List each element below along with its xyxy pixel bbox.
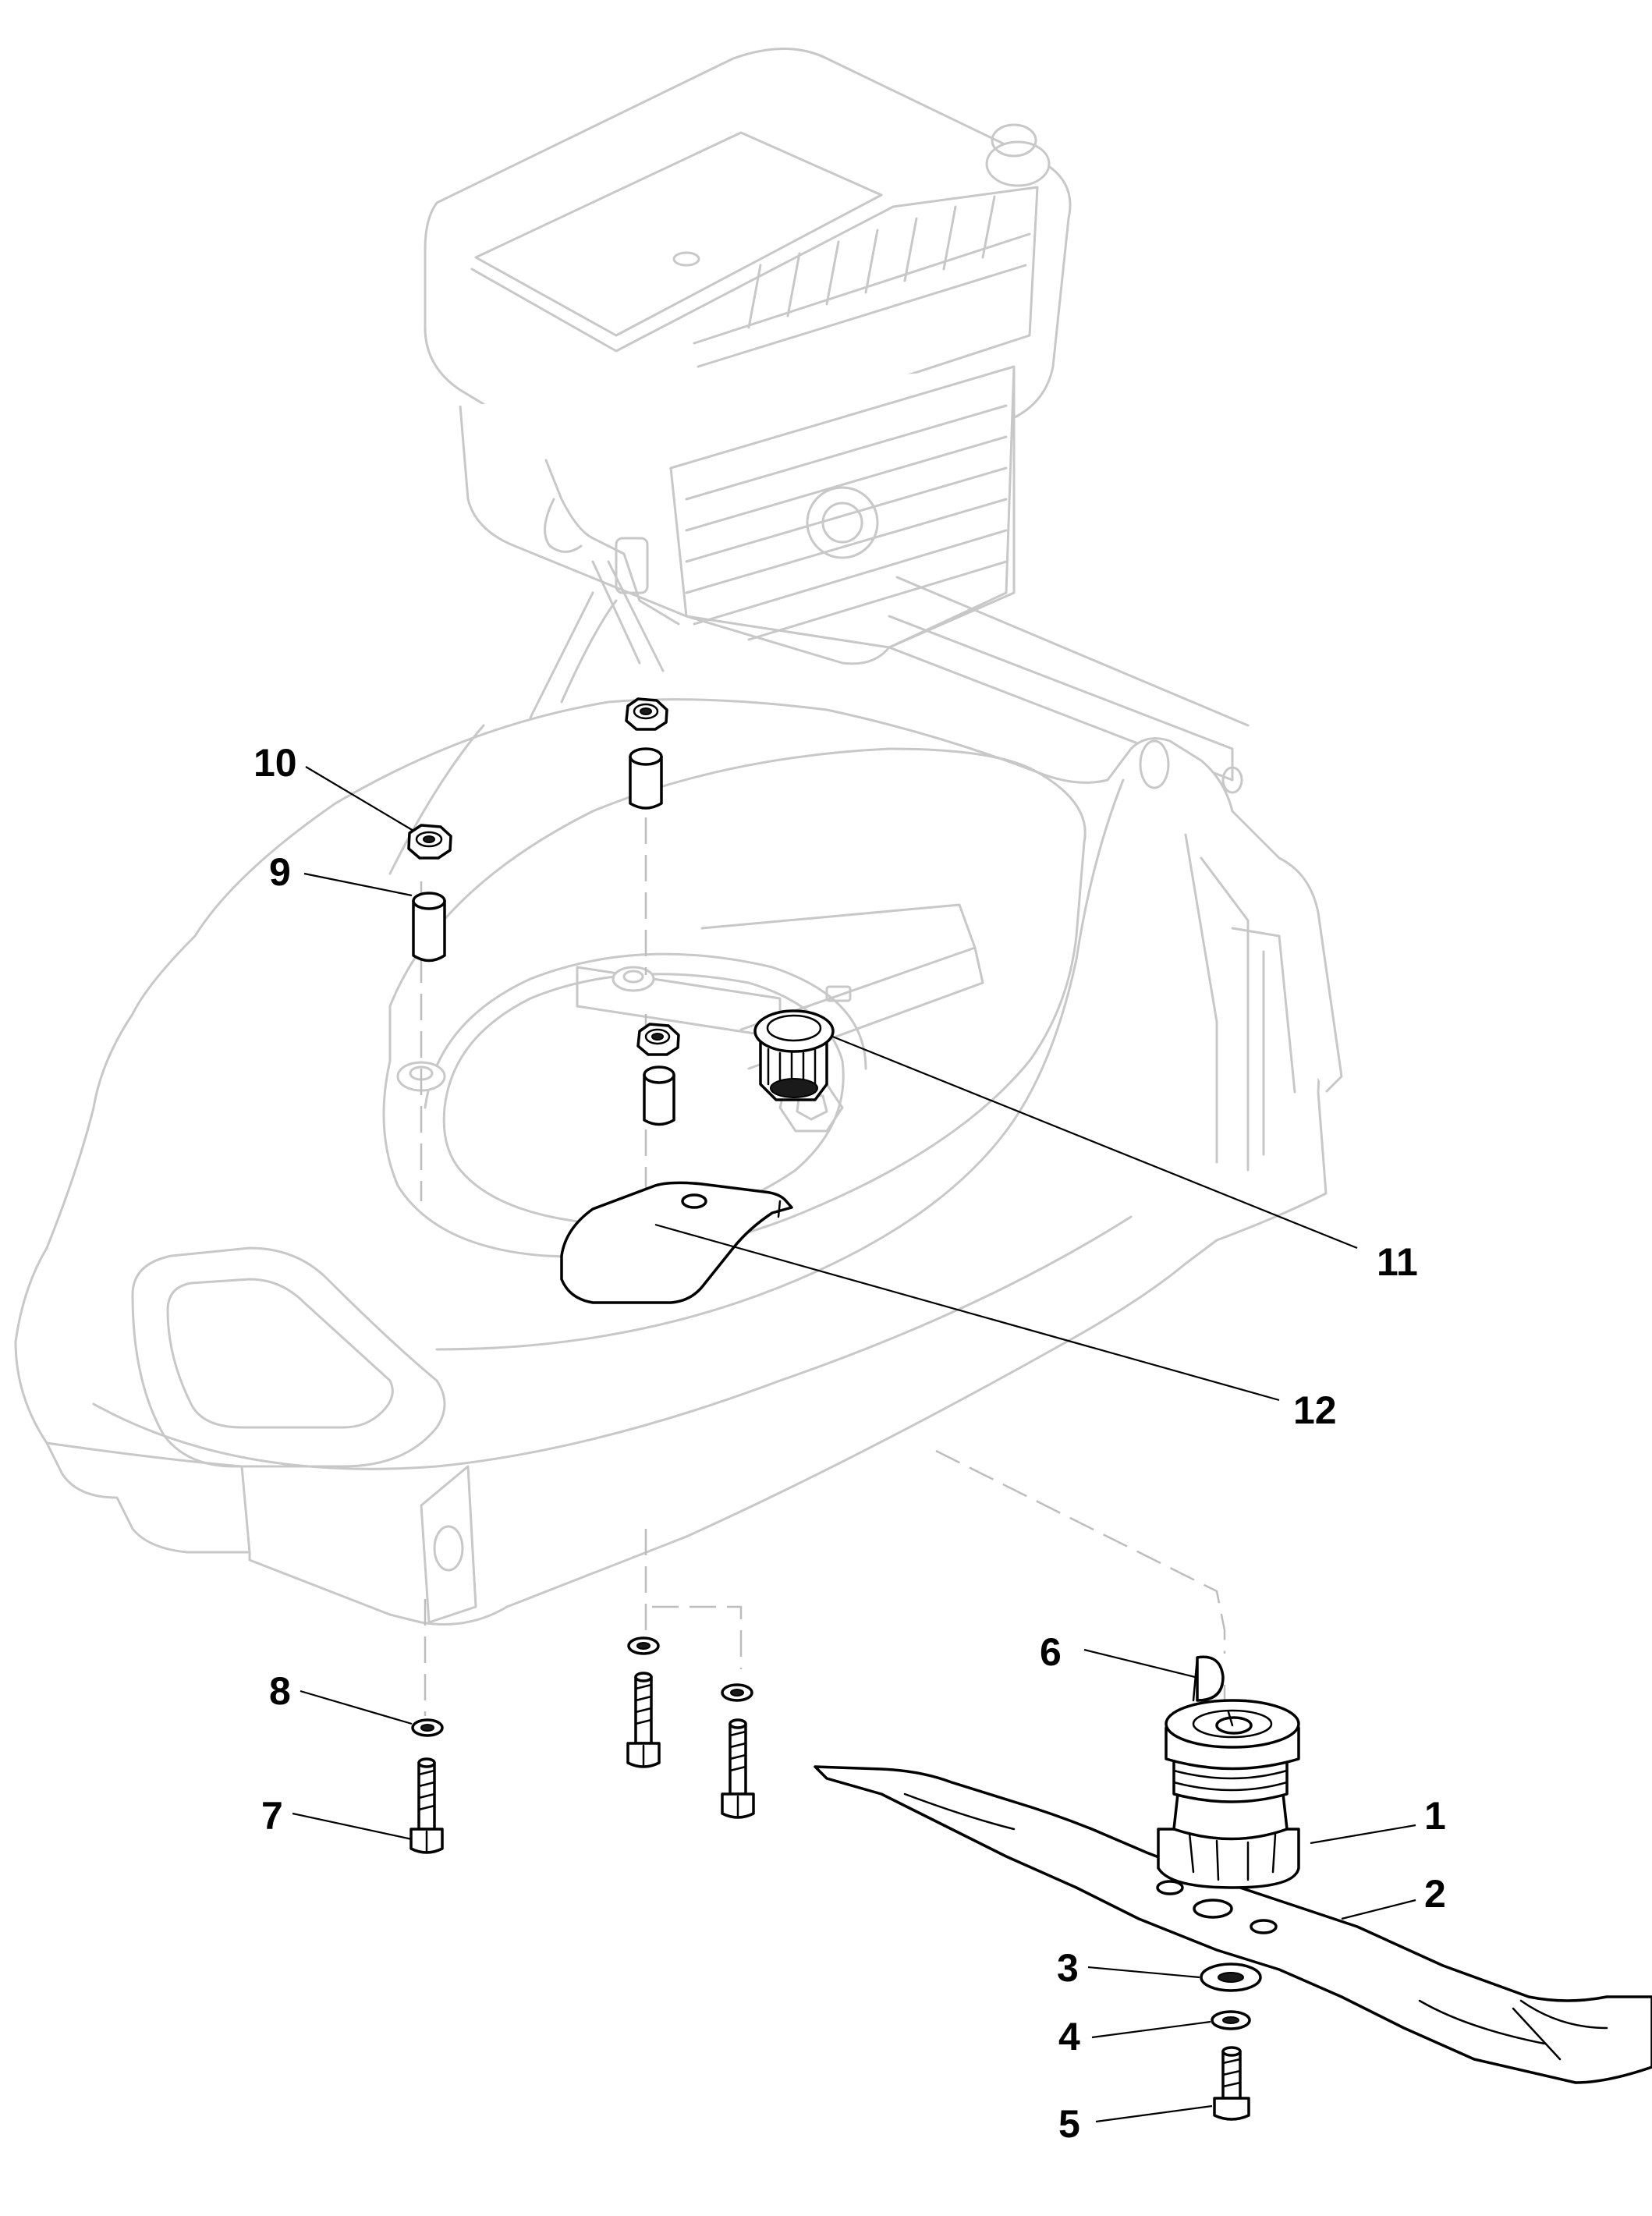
assembly-lines [420,780,1226,1716]
spacer-part-9c [643,1065,675,1126]
callout-9: 9 [269,850,291,894]
leader-lines [292,766,1416,2123]
callout-2: 2 [1424,1872,1446,1916]
callout-4: 4 [1058,2015,1080,2058]
callout-1: 1 [1424,1794,1446,1838]
key-part-6 [1192,1655,1225,1702]
blade-hub-part-1 [1157,1699,1300,1889]
callout-3: 3 [1057,1946,1079,1990]
washer-part-8c [721,1683,753,1702]
nut-part-10c [636,1023,680,1056]
deck-ghost [14,591,1343,1626]
spacer-part-9b [629,747,663,810]
screw-part-7b [626,1672,661,1768]
callout-7: 7 [261,1794,283,1838]
engine-ghost [424,48,1250,782]
callout-12: 12 [1293,1388,1337,1432]
callout-8: 8 [269,1669,291,1713]
bolt-part-5 [1213,2046,1250,2121]
bushing-part-11 [753,1009,835,1101]
screw-part-7 [409,1757,444,1854]
deflector-plate-part-12 [560,1181,793,1304]
callout-10: 10 [253,741,297,785]
washer-part-8b [627,1636,660,1655]
lockwasher-part-4 [1211,2010,1251,2030]
callout-6: 6 [1040,1630,1062,1674]
screw-part-7c [721,1718,755,1819]
callout-5: 5 [1058,2102,1080,2146]
washer-part-3 [1200,1962,1262,1992]
callout-labels: 10 9 11 12 6 8 7 1 2 3 4 5 [253,741,1446,2146]
callout-11: 11 [1377,1240,1418,1284]
spacer-part-9 [412,892,446,963]
washer-part-8 [411,1718,444,1737]
blade-part-2 [814,1765,1652,2084]
nut-part-10b [625,697,668,731]
nut-part-10 [407,824,452,860]
